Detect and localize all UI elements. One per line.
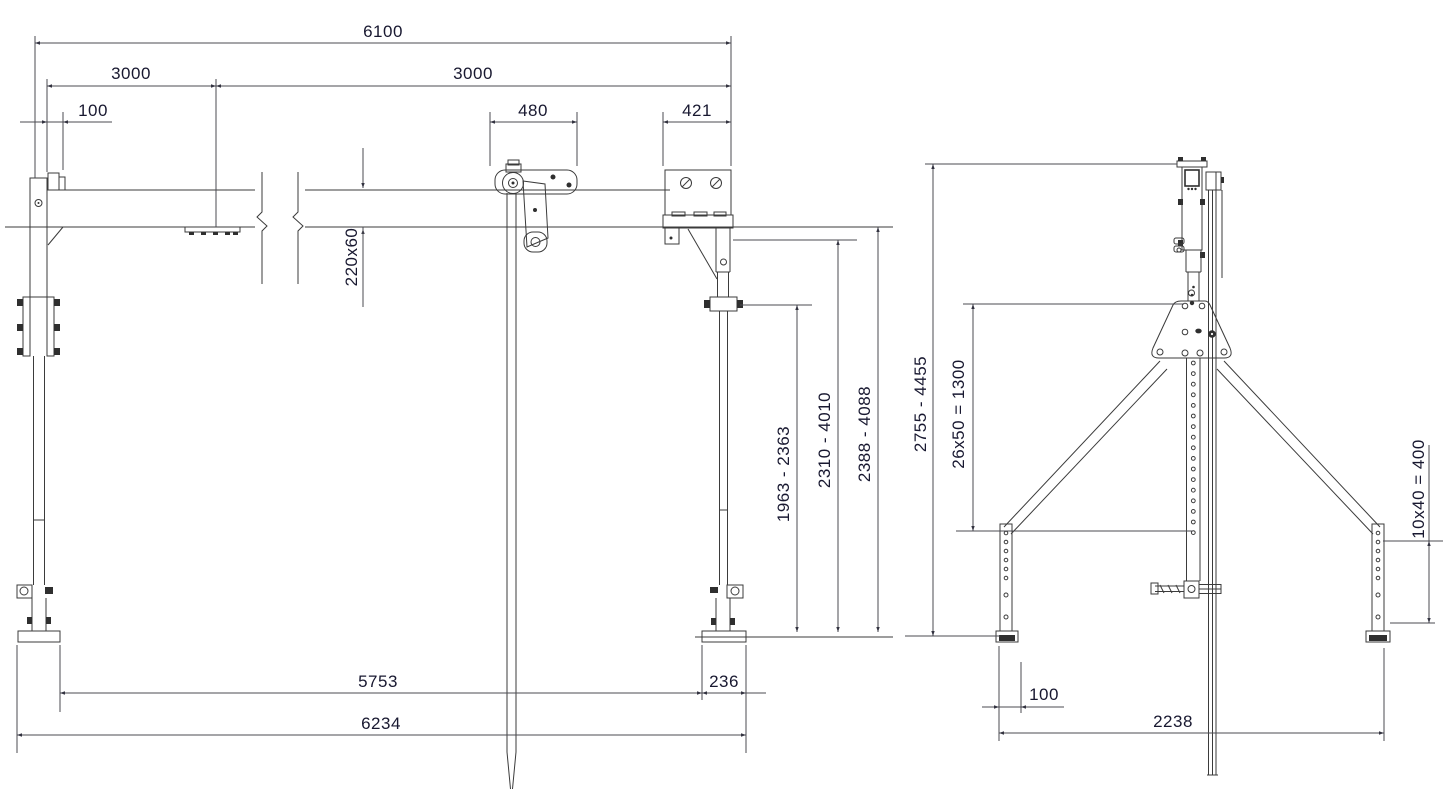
right-leg-foot [1365,630,1391,643]
dim-half-span-right-label: 3000 [453,64,493,83]
dim-leg-holes-label: 10x40 = 400 [1409,439,1428,539]
right-leg [1216,360,1381,535]
hoist-rope [506,193,517,790]
shackle [523,231,548,253]
main-beam [5,172,893,284]
lower-clamp [726,584,744,599]
dim-trolley-width-label: 480 [518,101,548,120]
post-clamp-rail [22,296,31,357]
left-foot-plate [17,630,61,643]
dim-overall-height: 2755 - 4455 [905,163,1177,637]
dim-overall-base-label: 6234 [361,714,401,733]
dim-beam-profile-label: 220x60 [342,228,361,287]
trolley [494,159,578,253]
corner-gusset [687,228,718,280]
dim-post-adjustment: 1963 - 2363 [740,304,812,632]
dim-half-spans: 3000 3000 [46,64,731,227]
dim-overall-span: 6100 [34,22,732,178]
dim-post-adjustment-label: 1963 - 2363 [774,426,793,522]
control-box [1205,171,1222,191]
dim-leg-spread: 2238 [998,648,1385,741]
dim-bracket-width: 421 [662,101,731,166]
dim-clear-span-label: 5753 [358,672,398,691]
dim-beam-underside: 2388 - 4088 [855,227,880,632]
dim-hook-height-label: 2310 - 4010 [815,392,834,488]
front-view: 6100 3000 3000 100 480 421 [5,22,893,790]
dim-bracket-width-label: 421 [682,101,712,120]
beam-break-line [292,172,304,284]
dim-trolley-width: 480 [489,101,578,166]
side-rope [1207,172,1218,776]
beam-end-stop [47,172,60,191]
dim-end-offset: 100 [20,101,112,170]
dim-mast-holes-label: 26x50 = 1300 [949,359,968,469]
mast-clamp [1183,580,1200,599]
dim-beam-profile: 220x60 [342,148,365,307]
dim-leg-holes: 10x40 = 400 [1383,439,1443,624]
left-post [16,177,64,643]
dim-leg-spread-label: 2238 [1153,712,1193,731]
dim-foot-offset: 100 [982,646,1064,713]
lower-clamp [16,584,33,599]
right-leg-holes [1375,530,1381,620]
dim-mast-holes: 26x50 = 1300 [949,303,1193,532]
side-view: 2755 - 4455 26x50 = 1300 10x40 = 400 100… [905,157,1443,776]
dim-foot-offset-label: 100 [1029,685,1059,704]
left-leg-holes [1003,530,1009,620]
dim-end-offset-label: 100 [78,101,108,120]
clamp-handle [1155,584,1184,594]
left-leg [1003,360,1168,535]
motor-housing [1184,169,1200,187]
dim-hook-height: 2310 - 4010 [733,239,857,632]
corner-gusset [47,226,64,246]
dim-foot-length: 236 [702,645,766,753]
mast [1150,358,1222,599]
beam-break-line [256,172,268,284]
dim-half-span-left-label: 3000 [111,64,151,83]
dim-beam-underside-label: 2388 - 4088 [855,386,874,482]
dim-foot-length-label: 236 [709,672,739,691]
beam-splice-plate [184,226,241,233]
post-clamp [709,296,738,312]
dim-overall-base: 6234 [16,645,746,753]
right-bracket [662,169,734,280]
legs [995,360,1391,643]
mast-adjustment-holes [1190,360,1196,535]
right-post [701,228,747,643]
telescoping-tube [33,356,45,585]
gusset-plate [1151,293,1232,359]
dim-clear-span: 5753 [59,645,703,712]
dim-overall-span-label: 6100 [363,22,403,41]
dim-overall-height-label: 2755 - 4455 [911,356,930,452]
trolley-arm [522,180,549,248]
winch-assembly [1173,157,1224,301]
